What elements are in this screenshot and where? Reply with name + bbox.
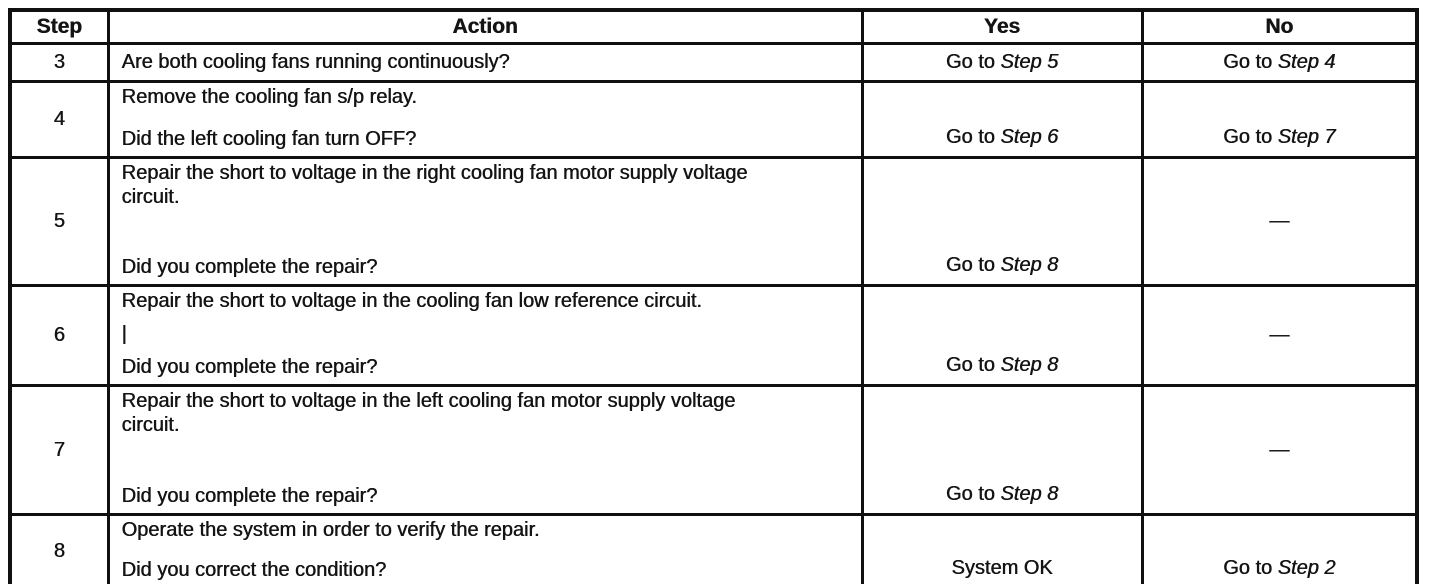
no-cell: — [1140, 156, 1419, 287]
step-number: 7 [53, 438, 65, 461]
go-to-text: Go to [1223, 557, 1273, 579]
action-statement: Remove the cooling fan s/p relay. [121, 86, 417, 108]
action-cell: Repair the short to voltage in the right… [106, 156, 864, 287]
action-statement: Repair the short to voltage in the right… [121, 162, 748, 208]
yes-cell: Go to Step 6 [860, 80, 1144, 159]
yes-cell: Go to Step 8 [860, 156, 1144, 287]
table-row-step-6: 6 Repair the short to voltage in the coo… [8, 284, 1419, 387]
table-header-action: Action [106, 8, 864, 45]
step-number: 6 [53, 324, 65, 346]
step-reference: Step 2 [1277, 557, 1336, 579]
go-to-text: Go to [945, 126, 995, 148]
go-to-text: Go to [945, 51, 995, 73]
step-reference: Step 8 [1000, 483, 1059, 505]
table-header-row: Step Action Yes No [8, 8, 1419, 45]
yes-cell: Go to Step 8 [860, 384, 1144, 516]
table-header-no: No [1140, 8, 1419, 45]
action-question: Did you correct the condition? [121, 559, 387, 582]
diagnostic-table: Step Action Yes No 3 Are both cooling fa… [8, 8, 1419, 584]
dash-placeholder: — [1269, 210, 1290, 232]
table-row-step-7: 7 Repair the short to voltage in the lef… [8, 384, 1419, 516]
no-cell: Go to Step 4 [1140, 42, 1419, 83]
step-reference: Step 6 [1000, 126, 1059, 148]
step-number: 4 [53, 108, 65, 130]
step-number: 3 [53, 51, 65, 73]
table-row-step-4: 4 Remove the cooling fan s/p relay. Did … [8, 80, 1419, 159]
step-cell: 5 [8, 156, 110, 287]
action-cell: Are both cooling fans running continuous… [106, 42, 864, 83]
step-cell: 3 [8, 42, 110, 83]
step-cell: 4 [8, 80, 110, 159]
table-row-step-5: 5 Repair the short to voltage in the rig… [8, 156, 1419, 287]
header-action-label: Action [452, 15, 518, 38]
header-yes-label: Yes [983, 15, 1021, 38]
dash-placeholder: — [1269, 324, 1290, 346]
step-reference: Step 8 [1000, 254, 1059, 276]
go-to-text: Go to [945, 254, 995, 276]
step-number: 8 [53, 540, 65, 562]
go-to-text: Go to [1223, 51, 1273, 73]
no-cell: — [1140, 284, 1419, 387]
step-reference: Step 8 [1000, 354, 1059, 376]
action-cell: Repair the short to voltage in the cooli… [106, 284, 864, 387]
step-cell: 8 [8, 513, 110, 584]
header-step-label: Step [36, 15, 82, 38]
no-cell: Go to Step 2 [1140, 513, 1419, 584]
action-statement: Operate the system in order to verify th… [121, 519, 540, 541]
step-reference: Step 7 [1277, 126, 1336, 148]
step-reference: Step 4 [1277, 51, 1336, 73]
action-question: Did the left cooling fan turn OFF? [121, 128, 417, 151]
action-statement: Repair the short to voltage in the left … [121, 390, 736, 436]
yes-cell: System OK [860, 513, 1144, 584]
no-cell: Go to Step 7 [1140, 80, 1419, 159]
scan-artifact-mark: | [121, 323, 127, 346]
action-cell: Remove the cooling fan s/p relay. Did th… [106, 80, 864, 159]
header-no-label: No [1265, 15, 1294, 38]
system-ok-text: System OK [951, 557, 1053, 579]
step-reference: Step 5 [1000, 51, 1059, 73]
action-statement: Repair the short to voltage in the cooli… [121, 290, 702, 312]
dash-placeholder: — [1269, 438, 1290, 461]
table-header-step: Step [8, 8, 110, 45]
go-to-text: Go to [1223, 126, 1273, 148]
action-question: Did you complete the repair? [121, 356, 378, 379]
go-to-text: Go to [945, 354, 995, 376]
yes-cell: Go to Step 8 [860, 284, 1144, 387]
action-cell: Operate the system in order to verify th… [106, 513, 864, 584]
action-question: Did you complete the repair? [121, 485, 378, 508]
go-to-text: Go to [945, 483, 995, 505]
yes-cell: Go to Step 5 [860, 42, 1144, 83]
action-cell: Repair the short to voltage in the left … [106, 384, 864, 516]
no-cell: — [1140, 384, 1419, 516]
step-cell: 6 [8, 284, 110, 387]
step-number: 5 [53, 210, 65, 232]
table-header-yes: Yes [860, 8, 1144, 45]
action-question: Did you complete the repair? [121, 256, 378, 279]
table-row-step-8: 8 Operate the system in order to verify … [8, 513, 1419, 584]
action-question: Are both cooling fans running continuous… [121, 50, 510, 73]
step-cell: 7 [8, 384, 110, 516]
table-row-step-3: 3 Are both cooling fans running continuo… [8, 42, 1419, 83]
